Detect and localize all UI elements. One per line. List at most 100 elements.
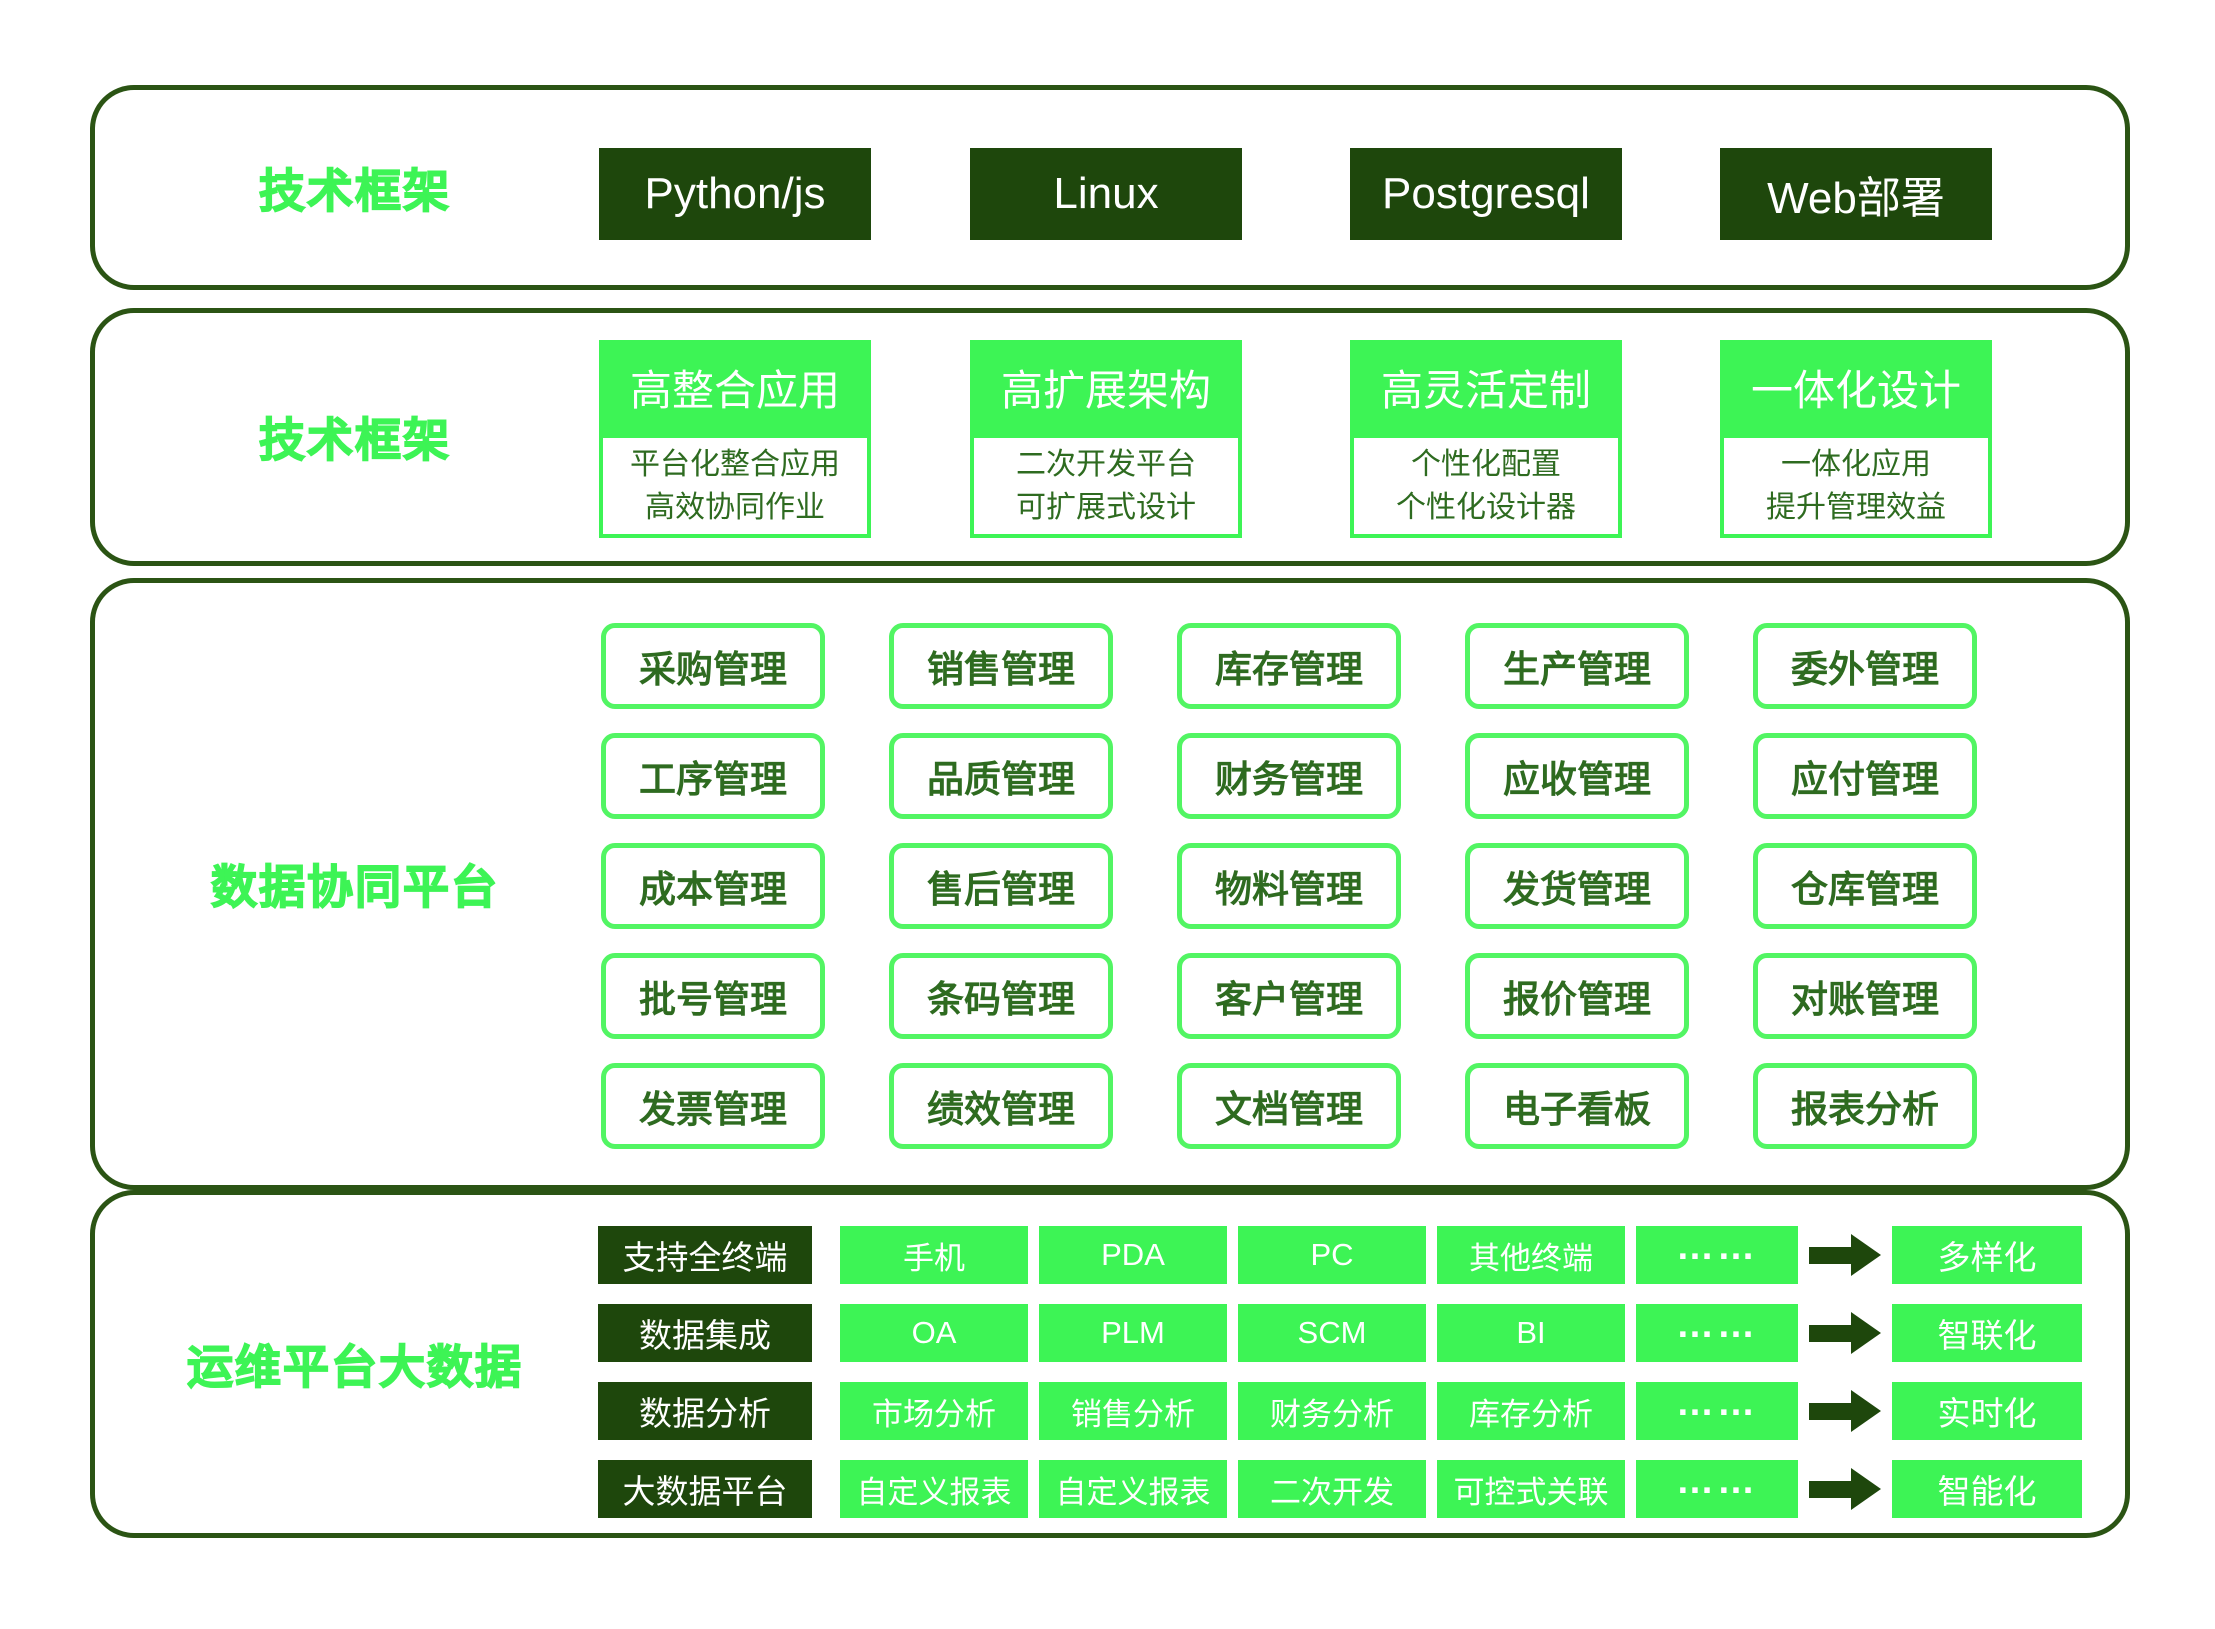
module-box: 委外管理 — [1753, 623, 1977, 709]
data-platform-section-label: 数据协同平台 — [210, 860, 499, 914]
feature-description: 个性化配置 个性化设计器 — [1350, 434, 1622, 538]
ops-rows: 支持全终端 手机 PDA PC 其他终端 …… 多样化 数据集成 OA PLM … — [598, 1226, 2082, 1518]
module-box: 销售管理 — [889, 623, 1113, 709]
ops-item: 手机 — [840, 1226, 1028, 1284]
module-box: 绩效管理 — [889, 1063, 1113, 1149]
feature-title: 高扩展架构 — [970, 340, 1242, 434]
feature-description: 一体化应用 提升管理效益 — [1720, 434, 1992, 538]
ops-category: 数据集成 — [598, 1304, 812, 1362]
ops-item: 自定义报表 — [840, 1460, 1028, 1518]
arrow-right-icon — [1806, 1460, 1884, 1518]
ops-result: 实时化 — [1892, 1382, 2082, 1440]
ops-row-analysis: 数据分析 市场分析 销售分析 财务分析 库存分析 …… 实时化 — [598, 1382, 2082, 1440]
module-box: 应收管理 — [1465, 733, 1689, 819]
module-row: 采购管理 销售管理 库存管理 生产管理 委外管理 — [601, 623, 1977, 709]
ops-platform-section: 运维平台大数据 支持全终端 手机 PDA PC 其他终端 …… 多样化 数据集成… — [90, 1190, 2130, 1538]
arrow-right-icon — [1806, 1382, 1884, 1440]
tech-box-linux: Linux — [970, 148, 1242, 240]
tech-stack-section: 技术框架 Python/js Linux Postgresql Web部署 — [90, 85, 2130, 290]
tech-features-section: 技术框架 高整合应用 平台化整合应用 高效协同作业 高扩展架构 二次开发平台 可… — [90, 308, 2130, 566]
arrow-right-icon — [1806, 1226, 1884, 1284]
module-box: 库存管理 — [1177, 623, 1401, 709]
feature-line: 平台化整合应用 — [630, 447, 840, 481]
ops-item: 财务分析 — [1238, 1382, 1426, 1440]
ops-item: OA — [840, 1304, 1028, 1362]
module-box: 对账管理 — [1753, 953, 1977, 1039]
module-box: 财务管理 — [1177, 733, 1401, 819]
ops-item: 市场分析 — [840, 1382, 1028, 1440]
ops-item: 可控式关联 — [1437, 1460, 1625, 1518]
tech-box-web-deploy: Web部署 — [1720, 148, 1992, 240]
data-platform-section: 数据协同平台 采购管理 销售管理 库存管理 生产管理 委外管理 工序管理 品质管… — [90, 578, 2130, 1190]
feature-line: 个性化配置 — [1411, 447, 1561, 481]
feature-integration: 高整合应用 平台化整合应用 高效协同作业 — [599, 340, 871, 538]
module-row: 发票管理 绩效管理 文档管理 电子看板 报表分析 — [601, 1063, 1977, 1149]
ops-ellipsis: …… — [1636, 1460, 1798, 1518]
feature-line: 高效协同作业 — [645, 491, 825, 524]
ops-result: 智联化 — [1892, 1304, 2082, 1362]
ops-category: 大数据平台 — [598, 1460, 812, 1518]
feature-line: 二次开发平台 — [1016, 447, 1196, 481]
ops-item: PLM — [1039, 1304, 1227, 1362]
module-box: 客户管理 — [1177, 953, 1401, 1039]
ops-item: PC — [1238, 1226, 1426, 1284]
feature-line: 一体化应用 — [1781, 447, 1931, 481]
ops-item: 其他终端 — [1437, 1226, 1625, 1284]
ops-ellipsis: …… — [1636, 1382, 1798, 1440]
ops-row-terminals: 支持全终端 手机 PDA PC 其他终端 …… 多样化 — [598, 1226, 2082, 1284]
ops-item: 销售分析 — [1039, 1382, 1227, 1440]
ops-platform-section-label: 运维平台大数据 — [186, 1340, 523, 1394]
feature-description: 平台化整合应用 高效协同作业 — [599, 434, 871, 538]
arrow-right-icon — [1806, 1304, 1884, 1362]
module-box: 批号管理 — [601, 953, 825, 1039]
module-box: 文档管理 — [1177, 1063, 1401, 1149]
ops-item: PDA — [1039, 1226, 1227, 1284]
ops-category: 支持全终端 — [598, 1226, 812, 1284]
module-row: 批号管理 条码管理 客户管理 报价管理 对账管理 — [601, 953, 1977, 1039]
module-box: 品质管理 — [889, 733, 1113, 819]
ops-item: 自定义报表 — [1039, 1460, 1227, 1518]
ops-category: 数据分析 — [598, 1382, 812, 1440]
feature-line: 可扩展式设计 — [1016, 491, 1196, 524]
module-box: 报价管理 — [1465, 953, 1689, 1039]
module-box: 报表分析 — [1753, 1063, 1977, 1149]
module-box: 物料管理 — [1177, 843, 1401, 929]
module-box: 发货管理 — [1465, 843, 1689, 929]
feature-flexibility: 高灵活定制 个性化配置 个性化设计器 — [1350, 340, 1622, 538]
module-row: 成本管理 售后管理 物料管理 发货管理 仓库管理 — [601, 843, 1977, 929]
module-box: 仓库管理 — [1753, 843, 1977, 929]
feature-title: 一体化设计 — [1720, 340, 1992, 434]
tech-box-python-js: Python/js — [599, 148, 871, 240]
tech-box-postgresql: Postgresql — [1350, 148, 1622, 240]
ops-item: 二次开发 — [1238, 1460, 1426, 1518]
feature-all-in-one: 一体化设计 一体化应用 提升管理效益 — [1720, 340, 1992, 538]
ops-row-integration: 数据集成 OA PLM SCM BI …… 智联化 — [598, 1304, 2082, 1362]
ops-ellipsis: …… — [1636, 1226, 1798, 1284]
module-grid: 采购管理 销售管理 库存管理 生产管理 委外管理 工序管理 品质管理 财务管理 … — [601, 623, 1977, 1149]
tech-features-section-label: 技术框架 — [258, 413, 451, 467]
ops-result: 多样化 — [1892, 1226, 2082, 1284]
ops-item: 库存分析 — [1437, 1382, 1625, 1440]
module-box: 成本管理 — [601, 843, 825, 929]
module-box: 应付管理 — [1753, 733, 1977, 819]
feature-description: 二次开发平台 可扩展式设计 — [970, 434, 1242, 538]
feature-title: 高灵活定制 — [1350, 340, 1622, 434]
module-row: 工序管理 品质管理 财务管理 应收管理 应付管理 — [601, 733, 1977, 819]
feature-line: 提升管理效益 — [1766, 491, 1946, 524]
ops-row-bigdata: 大数据平台 自定义报表 自定义报表 二次开发 可控式关联 …… 智能化 — [598, 1460, 2082, 1518]
feature-line: 个性化设计器 — [1396, 491, 1576, 524]
module-box: 工序管理 — [601, 733, 825, 819]
module-box: 条码管理 — [889, 953, 1113, 1039]
ops-item: SCM — [1238, 1304, 1426, 1362]
ops-ellipsis: …… — [1636, 1304, 1798, 1362]
module-box: 采购管理 — [601, 623, 825, 709]
feature-title: 高整合应用 — [599, 340, 871, 434]
tech-stack-section-label: 技术框架 — [258, 164, 451, 218]
feature-extensibility: 高扩展架构 二次开发平台 可扩展式设计 — [970, 340, 1242, 538]
module-box: 售后管理 — [889, 843, 1113, 929]
module-box: 生产管理 — [1465, 623, 1689, 709]
ops-result: 智能化 — [1892, 1460, 2082, 1518]
module-box: 发票管理 — [601, 1063, 825, 1149]
module-box: 电子看板 — [1465, 1063, 1689, 1149]
ops-item: BI — [1437, 1304, 1625, 1362]
